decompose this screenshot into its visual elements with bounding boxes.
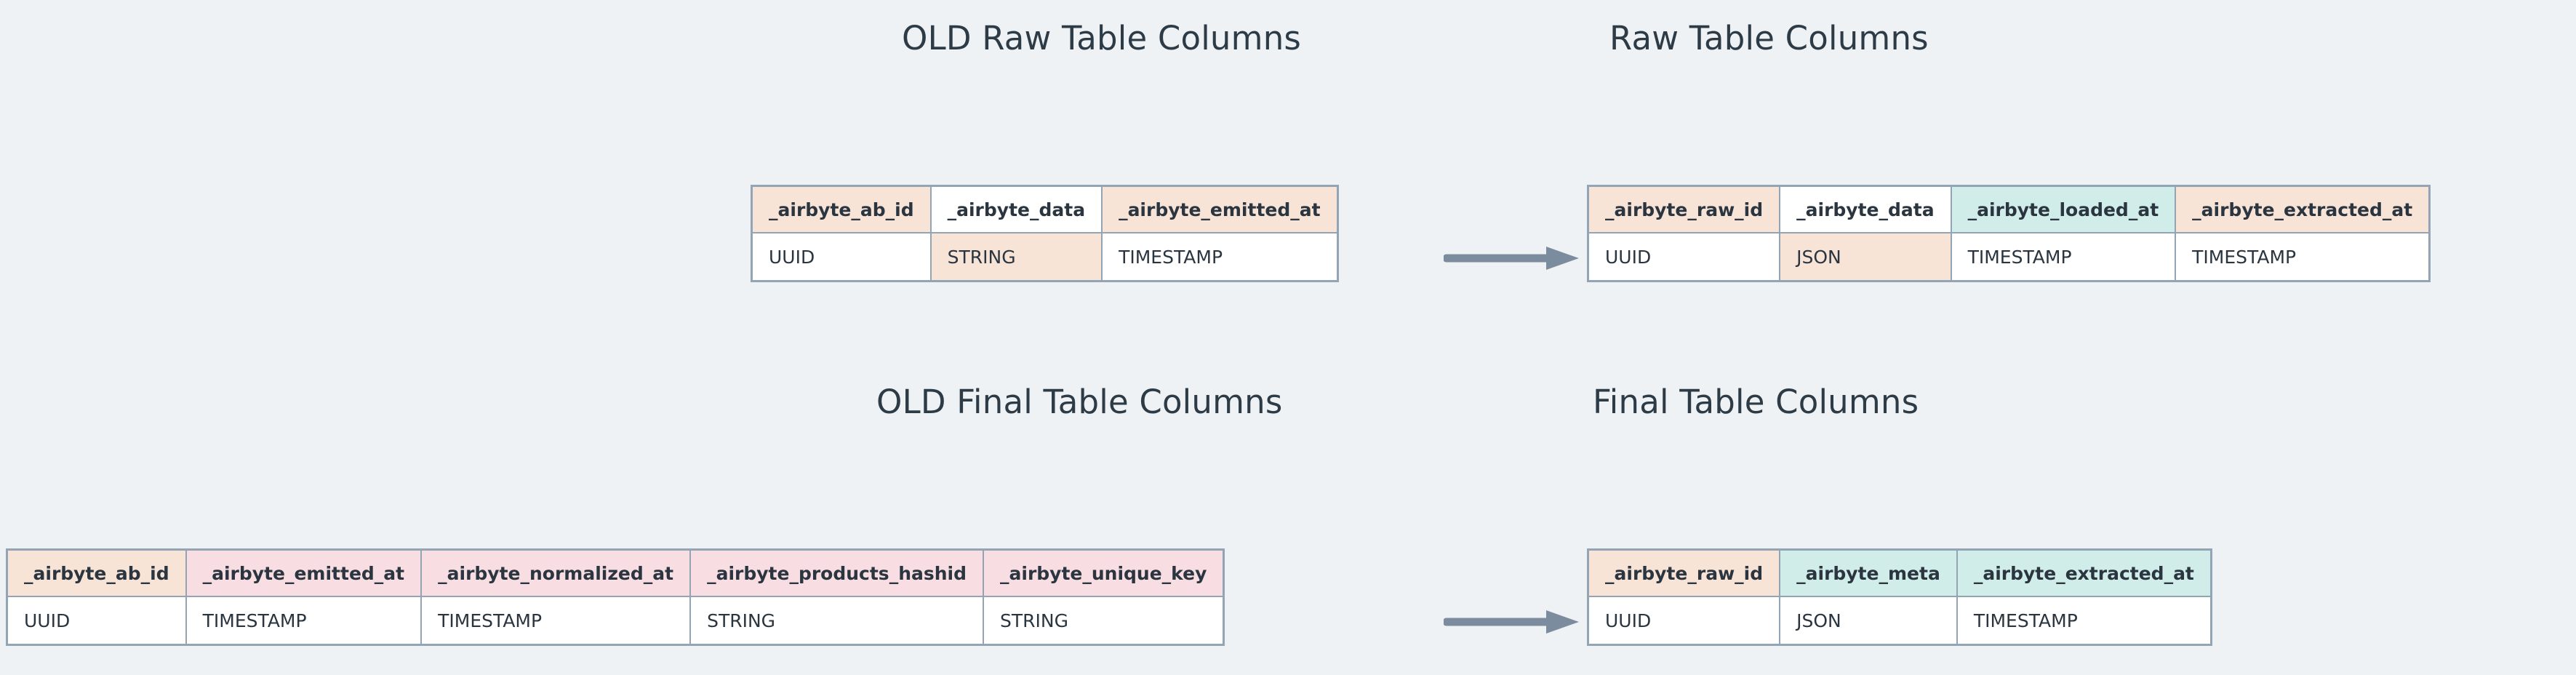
column-header-cell: _airbyte_loaded_at	[1950, 185, 2177, 233]
column-type-cell: UUID	[1587, 232, 1781, 282]
column-header-cell: _airbyte_products_hashid	[689, 548, 984, 597]
column-header-cell: _airbyte_raw_id	[1587, 548, 1781, 597]
new-final-table-title: Final Table Columns	[1593, 383, 1919, 421]
raw-transform-arrow-icon	[1444, 247, 1579, 270]
column-type-cell: STRING	[983, 596, 1225, 646]
column-type-cell: JSON	[1779, 232, 1952, 282]
column-header-cell: _airbyte_emitted_at	[1101, 185, 1339, 233]
table-header-row: _airbyte_ab_id_airbyte_data_airbyte_emit…	[751, 185, 1339, 233]
column-header-cell: _airbyte_extracted_at	[1956, 548, 2212, 597]
column-header-cell: _airbyte_data	[1779, 185, 1952, 233]
column-type-cell: UUID	[751, 232, 932, 282]
column-header-cell: _airbyte_unique_key	[983, 548, 1225, 597]
column-type-cell: TIMESTAMP	[1950, 232, 2177, 282]
column-type-cell: TIMESTAMP	[2175, 232, 2431, 282]
column-type-cell: JSON	[1779, 596, 1958, 646]
old-raw-table-title: OLD Raw Table Columns	[902, 19, 1302, 57]
new-raw-table-title: Raw Table Columns	[1609, 19, 1929, 57]
old-final-table: _airbyte_ab_id_airbyte_emitted_at_airbyt…	[6, 548, 1225, 646]
new-final-table: _airbyte_raw_id_airbyte_meta_airbyte_ext…	[1587, 548, 2212, 646]
table-header-row: _airbyte_raw_id_airbyte_meta_airbyte_ext…	[1587, 548, 2212, 597]
old-raw-table: _airbyte_ab_id_airbyte_data_airbyte_emit…	[751, 185, 1339, 282]
column-header-cell: _airbyte_ab_id	[751, 185, 932, 233]
column-header-cell: _airbyte_ab_id	[6, 548, 187, 597]
column-header-cell: _airbyte_meta	[1779, 548, 1958, 597]
column-type-cell: TIMESTAMP	[1101, 232, 1339, 282]
column-header-cell: _airbyte_emitted_at	[185, 548, 423, 597]
table-header-row: _airbyte_ab_id_airbyte_emitted_at_airbyt…	[6, 548, 1225, 597]
table-header-row: _airbyte_raw_id_airbyte_data_airbyte_loa…	[1587, 185, 2431, 233]
column-header-cell: _airbyte_extracted_at	[2175, 185, 2431, 233]
column-type-cell: TIMESTAMP	[1956, 596, 2212, 646]
column-type-cell: UUID	[6, 596, 187, 646]
column-type-cell: TIMESTAMP	[420, 596, 692, 646]
final-transform-arrow-icon	[1444, 610, 1579, 634]
column-header-cell: _airbyte_raw_id	[1587, 185, 1781, 233]
column-type-cell: STRING	[689, 596, 984, 646]
column-type-cell: STRING	[929, 232, 1103, 282]
column-type-cell: TIMESTAMP	[185, 596, 423, 646]
column-type-cell: UUID	[1587, 596, 1781, 646]
new-raw-table: _airbyte_raw_id_airbyte_data_airbyte_loa…	[1587, 185, 2431, 282]
column-header-cell: _airbyte_data	[929, 185, 1103, 233]
old-final-table-title: OLD Final Table Columns	[876, 383, 1283, 421]
column-header-cell: _airbyte_normalized_at	[420, 548, 692, 597]
